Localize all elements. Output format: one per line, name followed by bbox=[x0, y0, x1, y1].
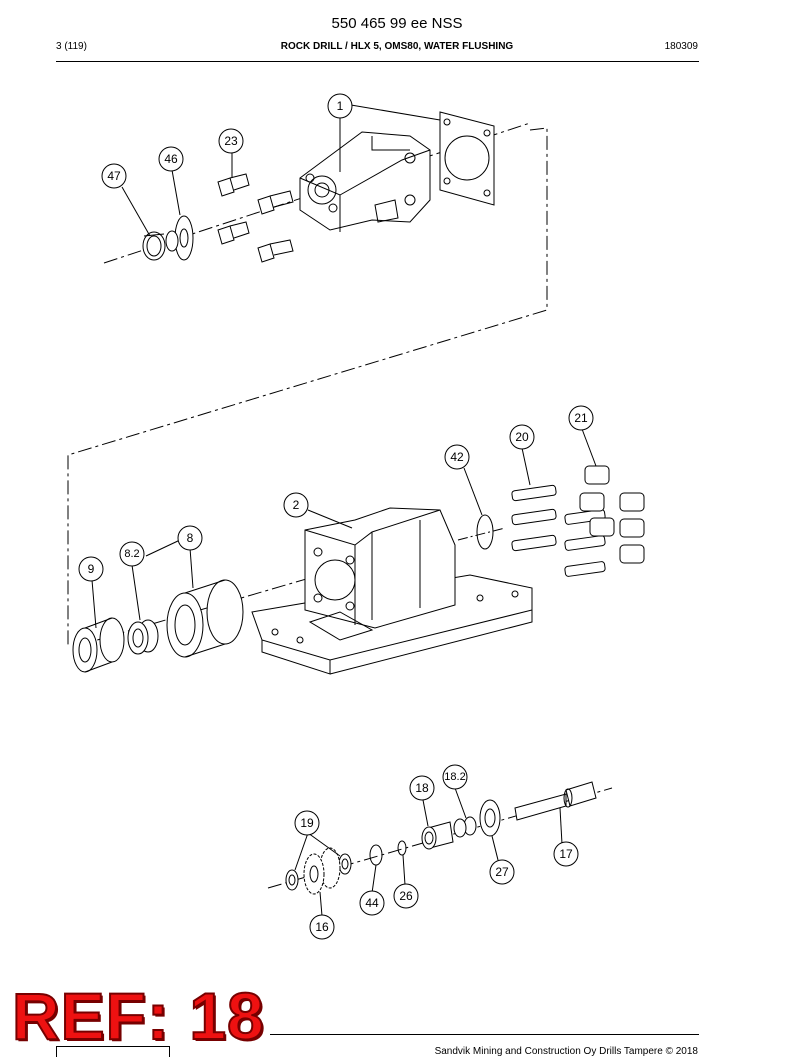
callout-44: 44 bbox=[359, 890, 385, 916]
part-2-cradle bbox=[79, 507, 533, 675]
part-18-sleeve bbox=[421, 821, 454, 850]
footer-copyright: Sandvik Mining and Construction Oy Drill… bbox=[434, 1046, 698, 1057]
svg-text:44: 44 bbox=[365, 896, 379, 910]
callout-18: 18 bbox=[409, 775, 435, 801]
part-23-bolts bbox=[217, 173, 294, 263]
svg-text:19: 19 bbox=[300, 816, 314, 830]
document-date: 180309 bbox=[664, 41, 698, 52]
svg-text:20: 20 bbox=[515, 430, 529, 444]
svg-text:18.2: 18.2 bbox=[444, 771, 465, 783]
part-20-nipples bbox=[511, 484, 606, 577]
svg-text:17: 17 bbox=[559, 847, 573, 861]
part-46-washer bbox=[165, 215, 194, 261]
callout-27: 27 bbox=[489, 859, 515, 885]
part-26-ring bbox=[397, 840, 407, 856]
callout-23: 23 bbox=[218, 128, 244, 154]
callout-19: 19 bbox=[294, 810, 320, 836]
callout-9: 9 bbox=[78, 556, 104, 582]
svg-text:42: 42 bbox=[450, 450, 464, 464]
callout-26: 26 bbox=[393, 883, 419, 909]
svg-text:21: 21 bbox=[574, 411, 588, 425]
callout-1: 1 bbox=[327, 93, 353, 119]
callout-47: 47 bbox=[101, 163, 127, 189]
sandvik-logo bbox=[56, 1046, 170, 1057]
callout-21: 21 bbox=[568, 405, 594, 431]
svg-text:8: 8 bbox=[187, 531, 194, 545]
part-8-bearing bbox=[166, 579, 244, 658]
svg-text:23: 23 bbox=[224, 134, 238, 148]
callout-18-2: 18.2 bbox=[442, 764, 468, 790]
document-number: 550 465 99 ee NSS bbox=[331, 15, 463, 32]
svg-text:27: 27 bbox=[495, 865, 509, 879]
svg-text:26: 26 bbox=[399, 889, 413, 903]
ref-label: REF: 18 bbox=[11, 979, 265, 1053]
callouts: 1 23 46 47 21 20 42 2 8 8.2 9 18.2 18 19… bbox=[78, 93, 594, 940]
part-9-bushing bbox=[72, 617, 125, 673]
callout-46: 46 bbox=[158, 146, 184, 172]
svg-text:18: 18 bbox=[415, 781, 429, 795]
svg-text:1: 1 bbox=[337, 99, 344, 113]
part-47-clamp bbox=[142, 231, 166, 261]
part-19-washers bbox=[285, 853, 352, 891]
svg-text:2: 2 bbox=[293, 498, 300, 512]
svg-text:46: 46 bbox=[164, 152, 178, 166]
callout-8-2: 8.2 bbox=[119, 541, 145, 567]
part-18-2-ring bbox=[453, 816, 477, 838]
part-16-gear bbox=[303, 847, 341, 895]
svg-text:16: 16 bbox=[315, 920, 329, 934]
callout-8: 8 bbox=[177, 525, 203, 551]
leader-lines bbox=[91, 104, 597, 917]
part-8-2-ring bbox=[127, 619, 159, 655]
callout-17: 17 bbox=[553, 841, 579, 867]
svg-text:47: 47 bbox=[107, 169, 121, 183]
callout-2: 2 bbox=[283, 492, 309, 518]
svg-text:8.2: 8.2 bbox=[124, 548, 139, 560]
svg-text:9: 9 bbox=[88, 562, 95, 576]
callout-20: 20 bbox=[509, 424, 535, 450]
part-1-housing bbox=[67, 111, 548, 645]
header-divider bbox=[56, 61, 699, 62]
page-title: ROCK DRILL / HLX 5, OMS80, WATER FLUSHIN… bbox=[280, 41, 514, 52]
page-number: 3 (119) bbox=[56, 41, 87, 52]
callout-16: 16 bbox=[309, 914, 335, 940]
part-27-washer bbox=[479, 799, 501, 837]
part-21-caps bbox=[579, 465, 645, 564]
part-44-ring bbox=[369, 844, 383, 866]
part-17-shaft bbox=[514, 781, 597, 821]
part-42-o-ring bbox=[457, 514, 506, 550]
footer-divider bbox=[270, 1034, 699, 1035]
callout-42: 42 bbox=[444, 444, 470, 470]
